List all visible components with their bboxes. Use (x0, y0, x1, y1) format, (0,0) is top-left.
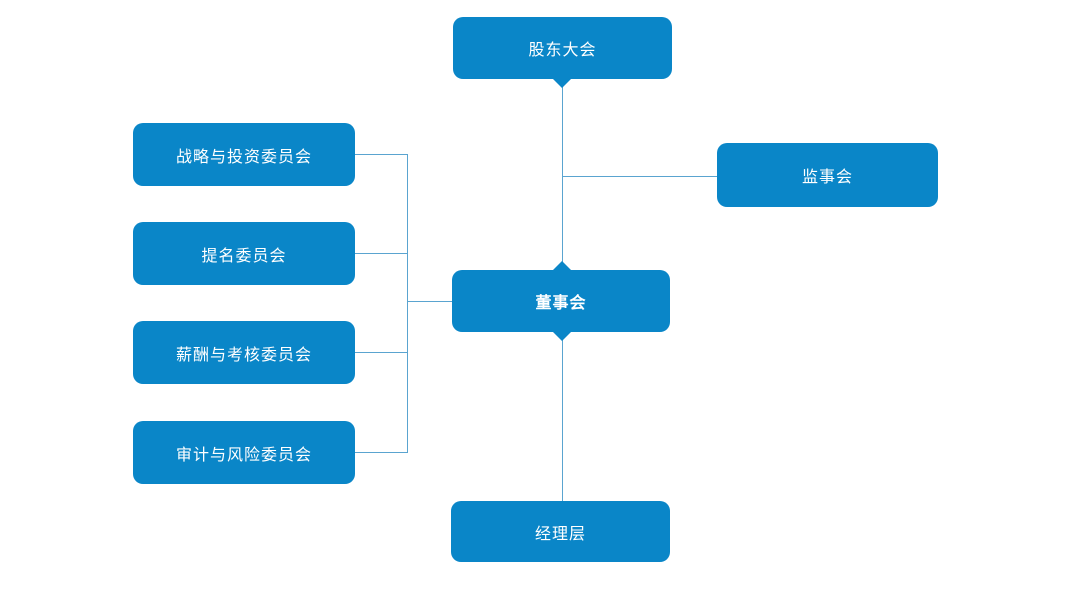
node-label: 薪酬与考核委员会 (175, 346, 312, 364)
node-board-of-directors: 董事会 (452, 270, 670, 332)
connector-strategy-branch (355, 154, 407, 155)
connector-committee-bus (407, 154, 408, 453)
node-audit-risk-committee: 审计与风险委员会 (133, 421, 355, 484)
node-strategy-investment-committee: 战略与投资委员会 (133, 123, 355, 186)
connector-nomination-branch (355, 253, 407, 254)
node-label: 股东大会 (528, 42, 597, 59)
connector-spine-to-supervisory (562, 176, 717, 177)
node-management-team: 经理层 (451, 501, 670, 562)
node-nomination-committee: 提名委员会 (133, 222, 355, 285)
connector-board-to-management (562, 332, 563, 501)
node-label: 经理层 (534, 525, 586, 543)
tail-shareholders-bottom (553, 79, 571, 88)
node-label: 监事会 (801, 169, 853, 186)
node-shareholders-meeting: 股东大会 (453, 17, 672, 79)
connector-bus-to-board (407, 301, 452, 302)
node-label: 董事会 (535, 295, 587, 312)
tail-board-bottom (553, 332, 571, 341)
connector-remuneration-branch (355, 352, 407, 353)
node-remuneration-appraisal-committee: 薪酬与考核委员会 (133, 321, 355, 384)
node-label: 审计与风险委员会 (175, 446, 312, 464)
tail-board-top (553, 261, 571, 270)
node-label: 提名委员会 (201, 247, 287, 265)
node-label: 战略与投资委员会 (175, 148, 312, 166)
connector-audit-branch (355, 452, 407, 453)
connector-shareholders-to-board (562, 79, 563, 270)
node-supervisory-board: 监事会 (717, 143, 938, 207)
